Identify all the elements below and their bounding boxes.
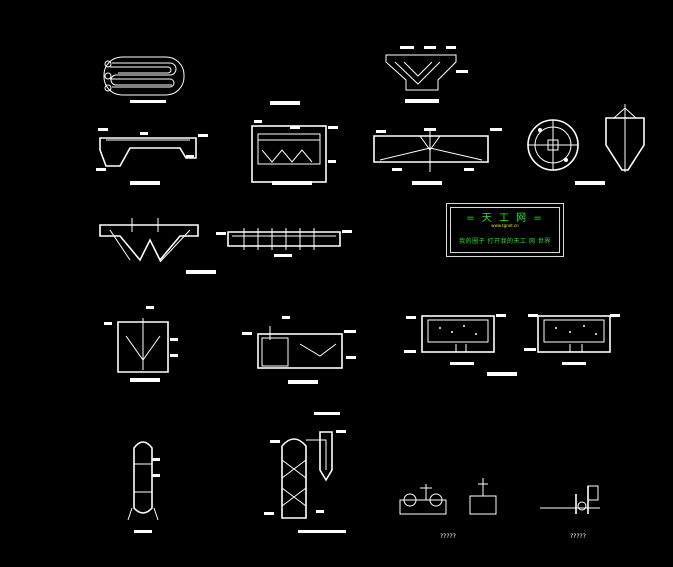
clarifier-section-drawing	[373, 128, 502, 185]
site-name: = 天 工 网 =	[466, 213, 544, 224]
filter-tank-section-drawing	[251, 120, 338, 185]
conical-tank-elevation-drawing	[605, 104, 645, 172]
title-block-inner-border	[450, 207, 560, 253]
bottom-label-left: ?????	[440, 533, 456, 540]
title-block: = 天 工 网 = www.tgnet.cn 我的圈子 打开我的天工 网 世界	[446, 203, 564, 257]
site-slogan: 我的圈子 打开我的天工 网 世界	[459, 238, 551, 245]
vertical-vessel-drawing	[127, 441, 160, 533]
valve-assembly-drawing	[540, 485, 600, 514]
sedimentation-tank-b-drawing	[524, 314, 620, 365]
mixing-tank-section-drawing	[242, 316, 356, 384]
site-url: www.tgnet.cn	[491, 223, 519, 228]
pipe-section-drawing	[216, 228, 352, 257]
pump-assembly-drawing	[399, 478, 497, 515]
serpentine-tube-drawing	[103, 56, 185, 103]
settling-tank-section-drawing	[96, 128, 208, 185]
aeration-tank-section-drawing	[104, 306, 178, 382]
absorption-tower-drawing	[264, 412, 346, 533]
v-hopper-separator-drawing	[385, 46, 468, 103]
sedimentation-tank-a-drawing	[404, 314, 517, 376]
bottom-label-right: ?????	[570, 533, 586, 540]
double-hopper-section-drawing	[99, 218, 216, 274]
caption-bar	[270, 101, 300, 105]
circular-tank-plan-drawing	[527, 119, 605, 185]
